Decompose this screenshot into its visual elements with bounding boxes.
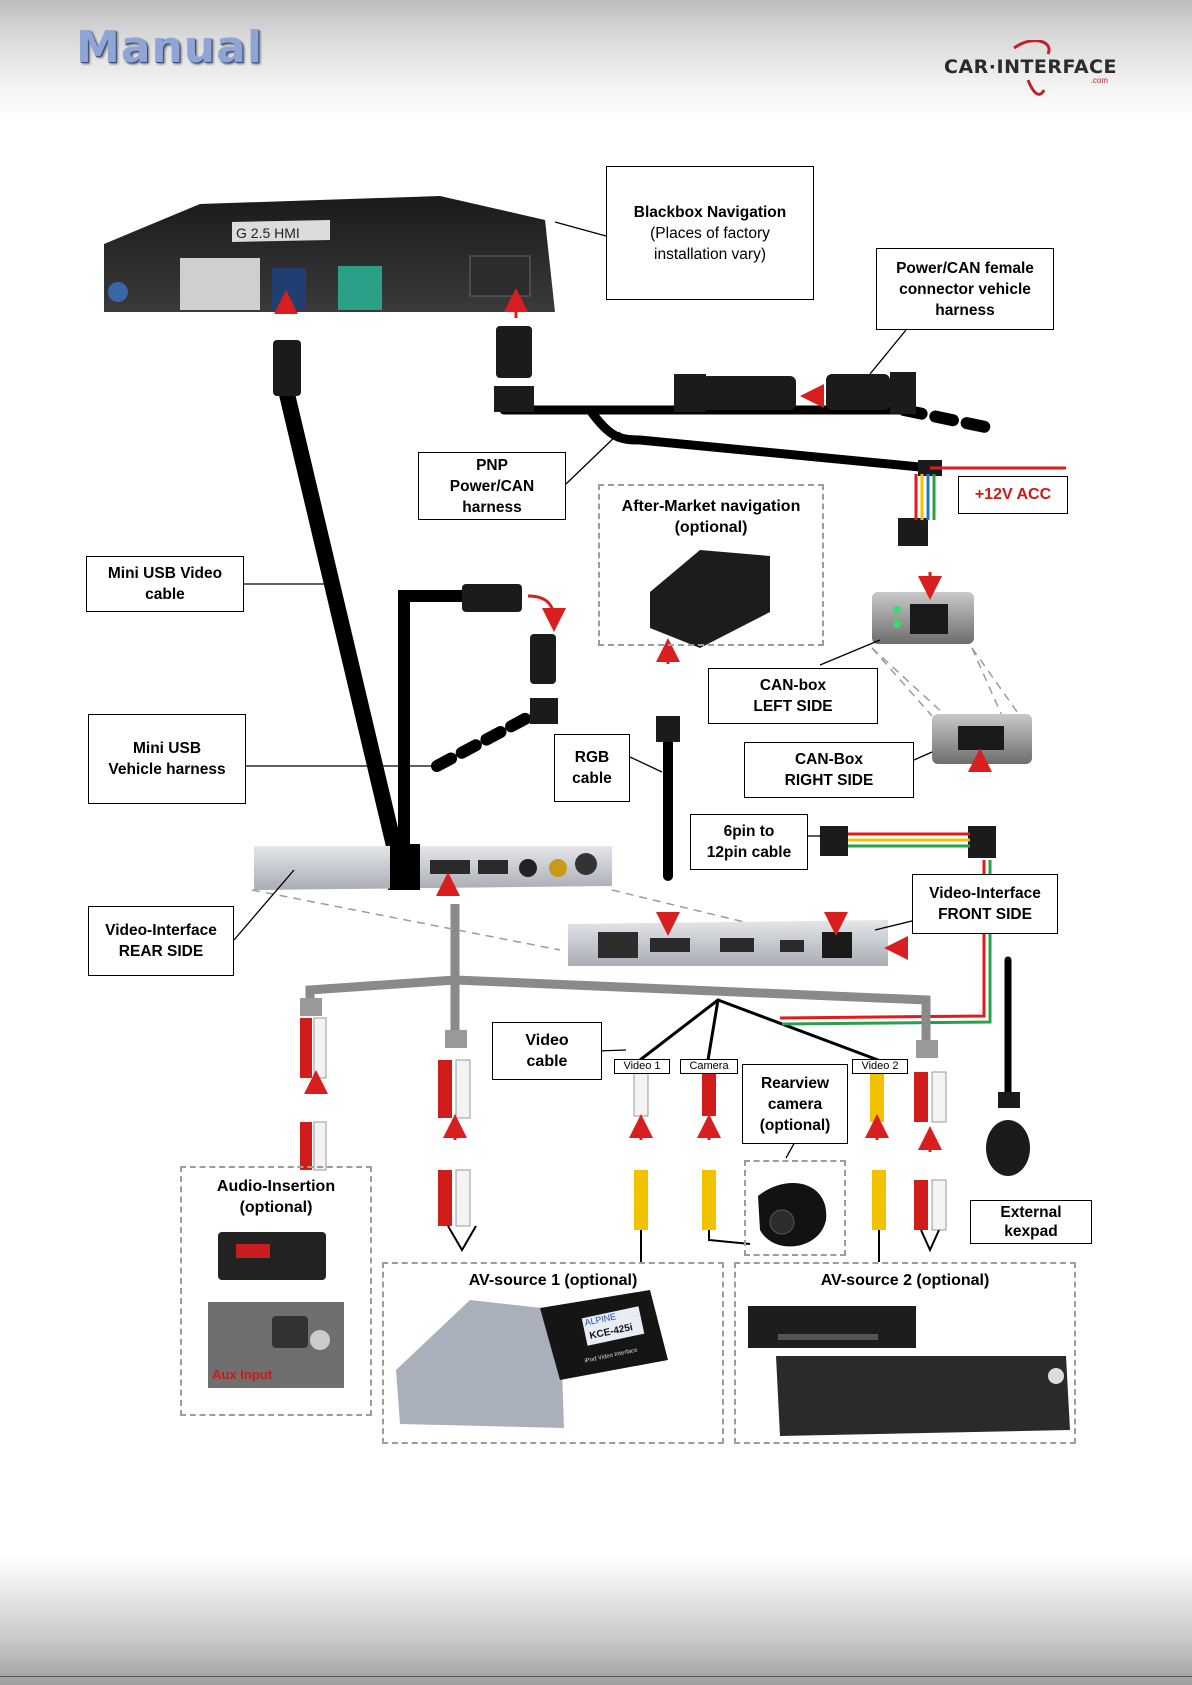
video-interface-rear-label: Video-Interface REAR SIDE: [88, 906, 234, 976]
can-box-right-label: CAN-Box RIGHT SIDE: [744, 742, 914, 798]
after-market-nav-frame: [598, 484, 824, 646]
av-source-2-devices: [748, 1306, 1070, 1436]
label-line: 6pin to: [723, 823, 775, 840]
tag-video-1: Video 1: [614, 1059, 670, 1074]
label-line: Video-Interface: [929, 885, 1041, 902]
av-source-2-title: AV-source 2 (optional): [820, 1272, 990, 1289]
audio-insertion-devices: [208, 1232, 344, 1388]
six-to-twelve-pin-label: 6pin to 12pin cable: [690, 814, 808, 870]
label-line: Audio-Insertion: [216, 1178, 336, 1195]
label-line: (optional): [674, 519, 748, 536]
video-interface-front-label: Video-Interface FRONT SIDE: [912, 874, 1058, 934]
label-line: Video: [525, 1032, 569, 1049]
external-keypad-label: External kexpad: [970, 1200, 1092, 1244]
page-header-band: [0, 0, 1192, 120]
label-line: LEFT SIDE: [753, 698, 833, 715]
label-line: Vehicle harness: [108, 761, 226, 778]
hmi-label: G 2.5 HMI: [236, 225, 300, 241]
label-line: connector vehicle: [899, 280, 1031, 298]
label-line: FRONT SIDE: [938, 906, 1032, 923]
blackbox-sub-2: installation vary): [654, 245, 766, 263]
tag-camera: Camera: [680, 1059, 738, 1074]
av-source-1-title: AV-source 1 (optional): [468, 1272, 638, 1289]
rearview-camera-label: Rearview camera (optional): [742, 1064, 848, 1144]
audio-insertion-frame: [180, 1166, 372, 1416]
car-interface-logo: CAR·INTERFACE .com: [944, 39, 1117, 100]
acc-label: +12V ACC: [958, 476, 1068, 514]
rearview-camera-frame: [744, 1160, 846, 1256]
label-line: Rearview: [760, 1074, 830, 1092]
pnp-harness-label: PNP Power/CAN harness: [418, 452, 566, 520]
label-line: Mini USB Video: [107, 565, 223, 582]
blackbox-title: Blackbox Navigation: [633, 203, 787, 221]
mini-usb-vehicle-label: Mini USB Vehicle harness: [88, 714, 246, 804]
rca-plugs: [300, 1017, 947, 1231]
mini-usb-video-label: Mini USB Video cable: [86, 556, 244, 612]
grey-splitters: [300, 998, 938, 1058]
after-market-nav-device: [650, 550, 770, 648]
guide-lines: [251, 647, 1021, 951]
av-source-2-frame: [734, 1262, 1076, 1444]
av-source-1-devices: ALPINE KCE-425i iPod Video Interface: [396, 1290, 668, 1428]
label-line: kexpad: [1004, 1223, 1058, 1240]
red-arrows: [274, 288, 992, 1152]
label-line: Video-Interface: [105, 922, 217, 939]
label-line: (optional): [239, 1199, 313, 1216]
label-line: cable: [572, 770, 612, 787]
blackbox-navigation-unit: G 2.5 HMI: [104, 196, 555, 312]
label-line: camera: [767, 1095, 823, 1113]
av-source-1-frame: [382, 1262, 724, 1444]
rca-leads: [447, 1225, 940, 1262]
label-line: CAN-Box: [794, 751, 864, 768]
label-line: cable: [526, 1053, 568, 1070]
logo-swoosh: [1013, 39, 1051, 96]
label-line: 12pin cable: [706, 844, 792, 861]
label-line: Power/CAN female: [896, 259, 1034, 277]
label-line: harness: [935, 301, 995, 319]
manual-title: Manual: [76, 22, 263, 73]
audio-insertion-title: Audio-Insertion (optional): [180, 1176, 372, 1218]
power-can-female-label: Power/CAN female connector vehicle harne…: [876, 248, 1054, 330]
logo-text: CAR·INTERFACE: [944, 56, 1117, 78]
can-box-left-device: [872, 592, 974, 644]
can-box-right-device: [932, 714, 1032, 764]
label-line: RIGHT SIDE: [784, 772, 874, 789]
page-footer-band: [0, 1555, 1192, 1685]
after-market-nav-title: After-Market navigation (optional): [600, 496, 822, 538]
label-line: PNP: [476, 456, 508, 474]
blackbox-navigation-label: Blackbox Navigation (Places of factory i…: [606, 166, 814, 300]
video-interface-rear-device: [254, 844, 612, 890]
rearview-camera-device: [758, 1183, 827, 1247]
label-line: cable: [145, 586, 185, 603]
label-line: After-Market navigation: [621, 498, 801, 515]
label-line: REAR SIDE: [118, 943, 204, 960]
label-line: harness: [462, 498, 522, 516]
aux-input-label: Aux Input: [212, 1367, 272, 1382]
label-line: (optional): [759, 1116, 831, 1134]
rgb-cable-label: RGB cable: [554, 734, 630, 802]
logo-sub: .com: [1090, 76, 1108, 85]
blackbox-sub-1: (Places of factory: [650, 224, 770, 242]
label-line: RGB: [574, 749, 610, 766]
label-line: External: [1000, 1204, 1062, 1221]
tag-video-2: Video 2: [852, 1059, 908, 1074]
label-line: Mini USB: [132, 740, 202, 757]
label-line: Power/CAN: [449, 477, 535, 495]
video-interface-front-device: [568, 920, 888, 966]
can-box-left-label: CAN-box LEFT SIDE: [708, 668, 878, 724]
label-line: CAN-box: [759, 677, 827, 694]
video-cable-label: Video cable: [492, 1022, 602, 1080]
connectors: [273, 326, 1030, 1176]
footer-line: [0, 1676, 1192, 1677]
